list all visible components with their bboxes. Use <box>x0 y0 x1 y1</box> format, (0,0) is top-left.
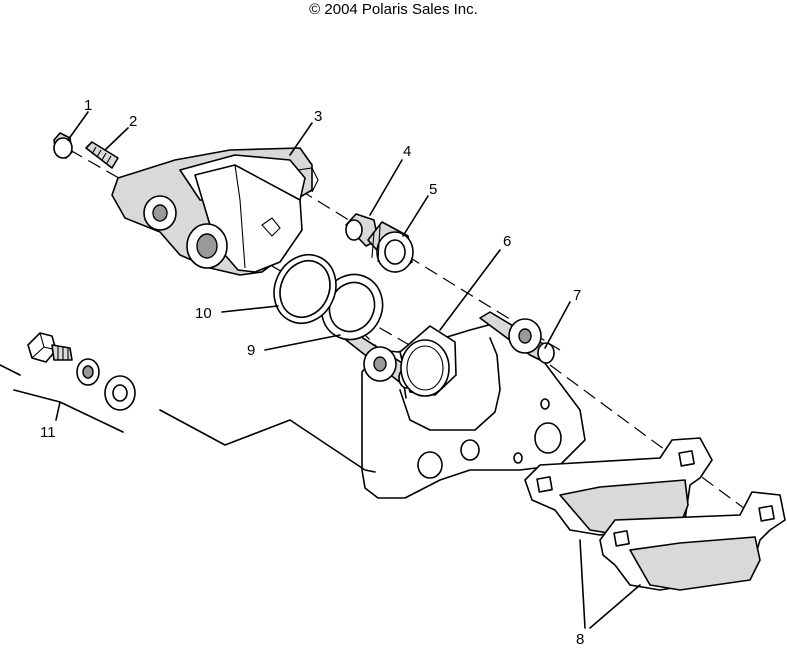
callout-10: 10 <box>195 305 212 322</box>
callout-4: 4 <box>403 143 411 160</box>
part-8-brake-pads <box>524 437 786 591</box>
part-1-bleeder-cap <box>53 132 73 159</box>
callout-labels: 1 2 3 4 5 6 7 8 9 10 11 <box>40 97 584 648</box>
callout-9: 9 <box>247 342 255 359</box>
callout-1: 1 <box>84 97 92 114</box>
part-9-dust-seal <box>320 273 384 341</box>
part-3-caliper-body <box>111 147 319 276</box>
part-10-piston-seal <box>273 254 337 324</box>
part-5-pin-bushing <box>367 221 414 273</box>
caliper-piston <box>399 325 457 397</box>
callout-2: 2 <box>129 113 137 130</box>
callout-11: 11 <box>40 424 56 441</box>
callout-3: 3 <box>314 108 322 125</box>
part-11-bolt-washers <box>27 332 136 411</box>
reference-outline <box>0 364 376 473</box>
part-7-slide-pins <box>345 311 555 389</box>
callout-8: 8 <box>576 631 584 648</box>
callout-5: 5 <box>429 181 437 198</box>
callout-6: 6 <box>503 233 511 250</box>
leader-lines <box>13 111 641 629</box>
copyright-text: © 2004 Polaris Sales Inc. <box>309 1 478 18</box>
callout-7: 7 <box>573 287 581 304</box>
part-2-bleeder-screw <box>85 141 119 169</box>
